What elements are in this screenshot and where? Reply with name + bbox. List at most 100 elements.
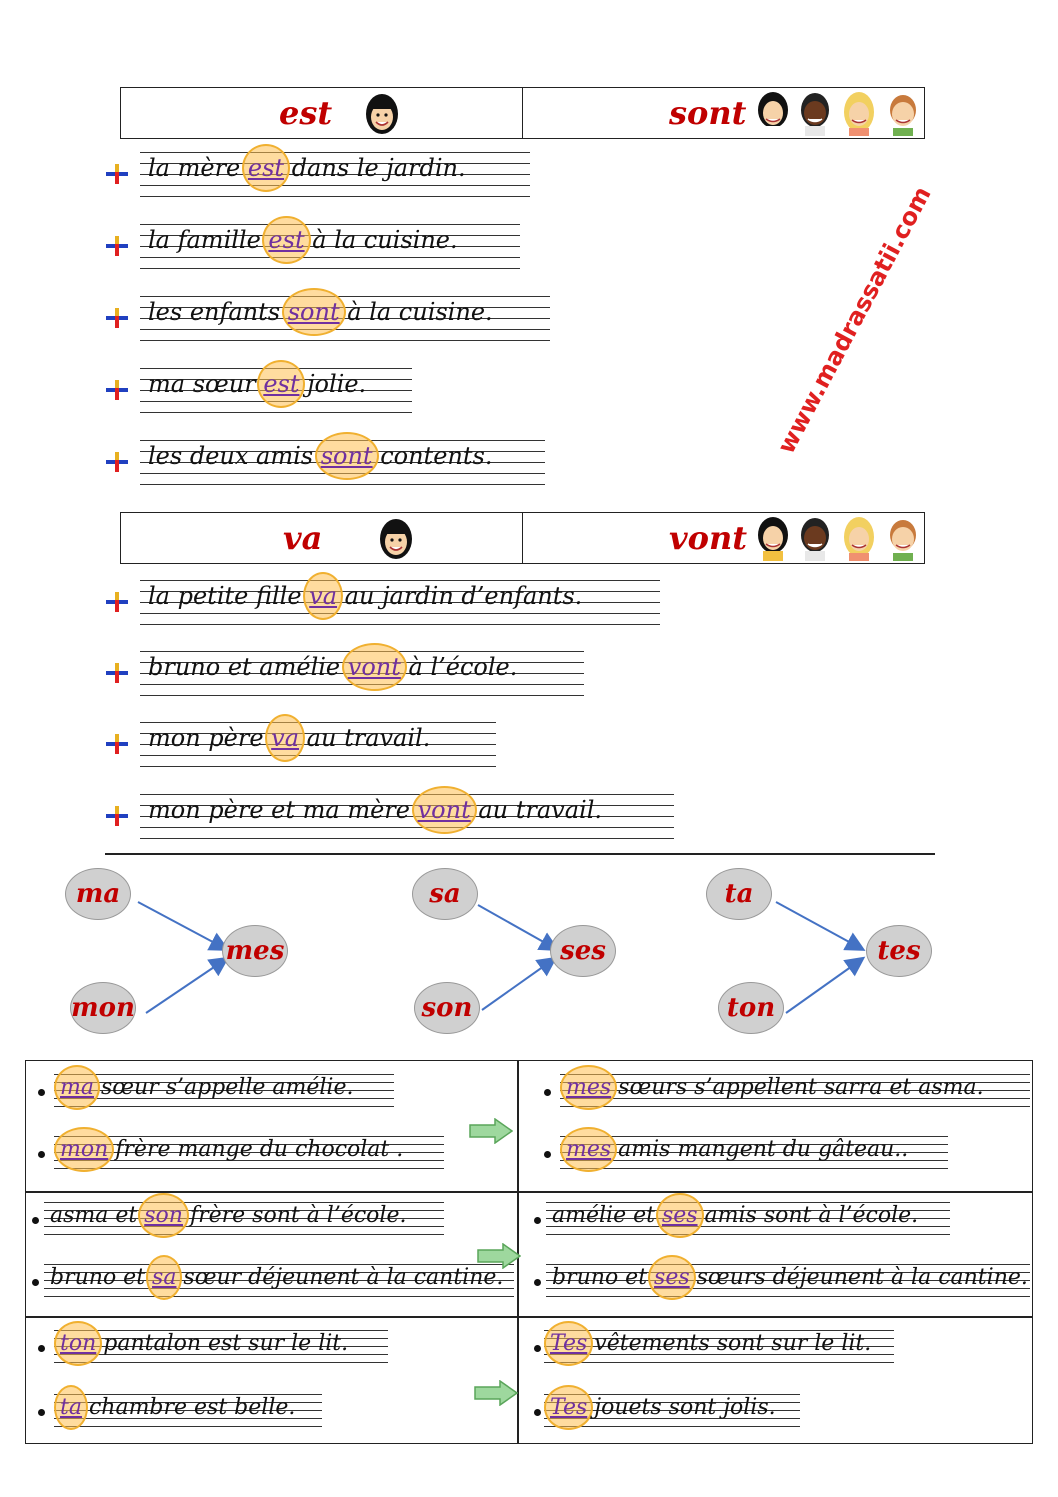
bullet-dot-icon xyxy=(534,1279,541,1286)
highlighted-possessive: ta xyxy=(54,1385,88,1430)
header-cell-plural: sont xyxy=(522,88,924,138)
highlighted-possessive: son xyxy=(138,1193,189,1238)
table-sentence: mes amis mangent du gâteau.. xyxy=(544,1127,948,1177)
sentence-row-3: les enfants sont à la cuisine. xyxy=(106,286,550,346)
table-sentence: bruno et ses sœurs déjeunent à la cantin… xyxy=(534,1255,1030,1305)
pronoun-mes: mes xyxy=(222,925,288,977)
table-sentence: ton pantalon est sur le lit. xyxy=(38,1321,388,1371)
sentence: la petite fille va au jardin d’enfants. xyxy=(148,572,583,620)
highlighted-verb: est xyxy=(257,360,306,408)
girl-face-icon xyxy=(366,94,398,134)
sentence-row-9: mon père et ma mère vont au travail. xyxy=(106,784,674,844)
bullet-dot-icon xyxy=(534,1345,541,1352)
writing-lines xyxy=(44,1257,514,1301)
sentence: les deux amis sont contents. xyxy=(148,432,493,480)
highlighted-verb: vont xyxy=(341,643,407,691)
sentence-row-5: les deux amis sont contents. xyxy=(106,430,545,490)
bullet-dot-icon xyxy=(544,1151,551,1158)
bullet-dot-icon xyxy=(534,1409,541,1416)
cross-bullet-icon xyxy=(106,236,128,256)
header-va-vont: va vont xyxy=(120,512,925,564)
table-sentence: bruno et sa sœur déjeunent à la cantine. xyxy=(32,1255,514,1305)
sentence-row-2: la famille est à la cuisine. xyxy=(106,214,520,274)
pronoun-ses: ses xyxy=(550,925,616,977)
possessive-arrows xyxy=(137,901,866,1014)
highlighted-verb: va xyxy=(303,572,343,620)
bullet-dot-icon xyxy=(38,1151,45,1158)
table-sentence: mon frère mange du chocolat . xyxy=(38,1127,444,1177)
sentence-row-6: la petite fille va au jardin d’enfants. xyxy=(106,570,660,630)
pronoun-ta: ta xyxy=(706,868,772,920)
writing-lines xyxy=(54,1067,394,1111)
pronoun-tes: tes xyxy=(866,925,932,977)
bullet-dot-icon xyxy=(32,1217,39,1224)
table-sentence: ma sœur s’appelle amélie. xyxy=(38,1065,394,1115)
girl-face-icon xyxy=(380,519,412,559)
writing-lines xyxy=(546,1257,1030,1301)
highlighted-possessive: ton xyxy=(53,1321,103,1366)
highlighted-possessive: Tes xyxy=(543,1385,594,1430)
table-column-divider xyxy=(517,1061,519,1443)
highlighted-possessive: ma xyxy=(54,1065,100,1110)
highlighted-possessive: sa xyxy=(145,1255,183,1300)
header-est-sont: est sont xyxy=(120,87,925,139)
highlighted-possessive: ses xyxy=(656,1193,704,1238)
sentence-row-7: bruno et amélie vont à l’école. xyxy=(106,641,584,701)
cross-bullet-icon xyxy=(106,663,128,683)
header-cell-singular: est xyxy=(121,88,522,138)
bullet-dot-icon xyxy=(38,1345,45,1352)
writing-lines xyxy=(54,1387,322,1431)
sentence: bruno et amélie vont à l’école. xyxy=(148,643,518,691)
sentence: la mère est dans le jardin. xyxy=(148,144,466,192)
pronoun-son: son xyxy=(414,982,480,1034)
sentence-row-4: ma sœur est jolie. xyxy=(106,358,412,418)
arrow-sa-ses xyxy=(477,904,560,951)
arrow-mon-mes xyxy=(145,956,230,1014)
cross-bullet-icon xyxy=(106,592,128,612)
highlighted-verb: sont xyxy=(281,288,346,336)
highlighted-verb: sont xyxy=(314,432,379,480)
writing-lines xyxy=(546,1195,950,1239)
sentence-row-1: la mère est dans le jardin. xyxy=(106,142,530,202)
table-row-divider xyxy=(26,1191,1032,1193)
children-group-icon xyxy=(758,517,916,561)
writing-lines xyxy=(44,1195,444,1239)
highlighted-verb: va xyxy=(265,714,305,762)
arrow-ta-tes xyxy=(775,901,866,951)
highlighted-verb: vont xyxy=(411,786,477,834)
watermark: www.madrassatii.com xyxy=(772,181,937,459)
pronoun-ma: ma xyxy=(65,868,131,920)
highlighted-possessive: mon xyxy=(53,1127,115,1172)
bullet-dot-icon xyxy=(32,1279,39,1286)
green-arrow-icon xyxy=(474,1380,518,1406)
writing-lines xyxy=(54,1323,388,1367)
children-group-icon xyxy=(758,92,916,136)
table-row-divider xyxy=(26,1316,1032,1318)
bullet-dot-icon xyxy=(38,1089,45,1096)
highlighted-possessive: Tes xyxy=(543,1321,594,1366)
green-arrow-icon xyxy=(469,1118,513,1144)
table-sentence: amélie et ses amis sont à l’école. xyxy=(534,1193,950,1243)
highlighted-verb: est xyxy=(262,216,311,264)
sentence: la famille est à la cuisine. xyxy=(148,216,458,264)
highlighted-possessive: mes xyxy=(559,1065,618,1110)
arrow-son-ses xyxy=(481,956,558,1011)
highlighted-verb: est xyxy=(241,144,291,192)
cross-bullet-icon xyxy=(106,164,128,184)
sentence: mon père et ma mère vont au travail. xyxy=(148,786,603,834)
arrow-ton-tes xyxy=(785,956,866,1014)
section-divider xyxy=(105,853,935,855)
writing-lines xyxy=(560,1067,1030,1111)
header-cell-plural: vont xyxy=(522,513,924,563)
sentence: les enfants sont à la cuisine. xyxy=(148,288,493,336)
table-sentence: Tes vêtements sont sur le lit. xyxy=(534,1321,894,1371)
highlighted-possessive: mes xyxy=(559,1127,618,1172)
bullet-dot-icon xyxy=(534,1217,541,1224)
writing-lines xyxy=(560,1129,948,1173)
pronoun-ton: ton xyxy=(718,982,784,1034)
bullet-dot-icon xyxy=(544,1089,551,1096)
cross-bullet-icon xyxy=(106,308,128,328)
header-word-sont: sont xyxy=(669,94,747,132)
bullet-dot-icon xyxy=(38,1409,45,1416)
sentence: mon père va au travail. xyxy=(148,714,431,762)
